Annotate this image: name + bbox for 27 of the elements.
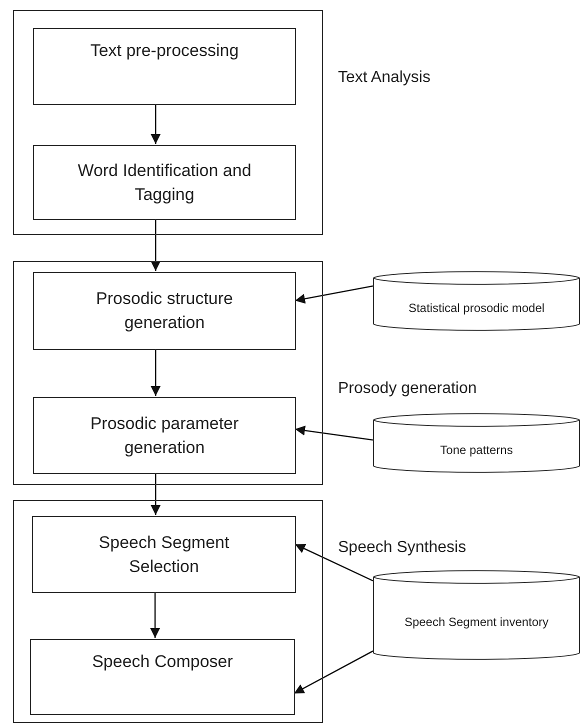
process-box <box>33 145 296 220</box>
arrow <box>294 650 374 694</box>
process-label: Prosodic parameter generation <box>89 412 240 458</box>
stage-heading: Speech Synthesis <box>338 539 466 557</box>
process-label: Word Identification and Tagging <box>76 160 252 206</box>
process-label: Speech Segment Selection <box>98 532 230 578</box>
store-label: Statistical prosodic model <box>407 300 546 316</box>
arrow <box>150 104 161 144</box>
arrow <box>150 473 161 515</box>
process-box <box>33 397 296 474</box>
process-label: Prosodic structure generation <box>95 288 234 334</box>
process-label: Text pre-processing <box>90 40 239 62</box>
process-box <box>33 272 296 350</box>
arrow <box>294 426 374 441</box>
arrow <box>294 544 374 582</box>
store-label: Speech Segment inventory <box>403 614 550 630</box>
store-label: Tone patterns <box>439 442 514 458</box>
stage-heading: Prosody generation <box>338 380 477 398</box>
arrow <box>150 219 161 271</box>
arrow <box>150 592 160 638</box>
process-label: Speech Composer <box>92 651 233 673</box>
process-box <box>32 516 296 593</box>
stage-heading: Text Analysis <box>338 69 430 87</box>
arrow <box>294 285 374 304</box>
process-box <box>30 639 295 715</box>
process-box <box>33 28 296 105</box>
arrow <box>150 349 161 396</box>
